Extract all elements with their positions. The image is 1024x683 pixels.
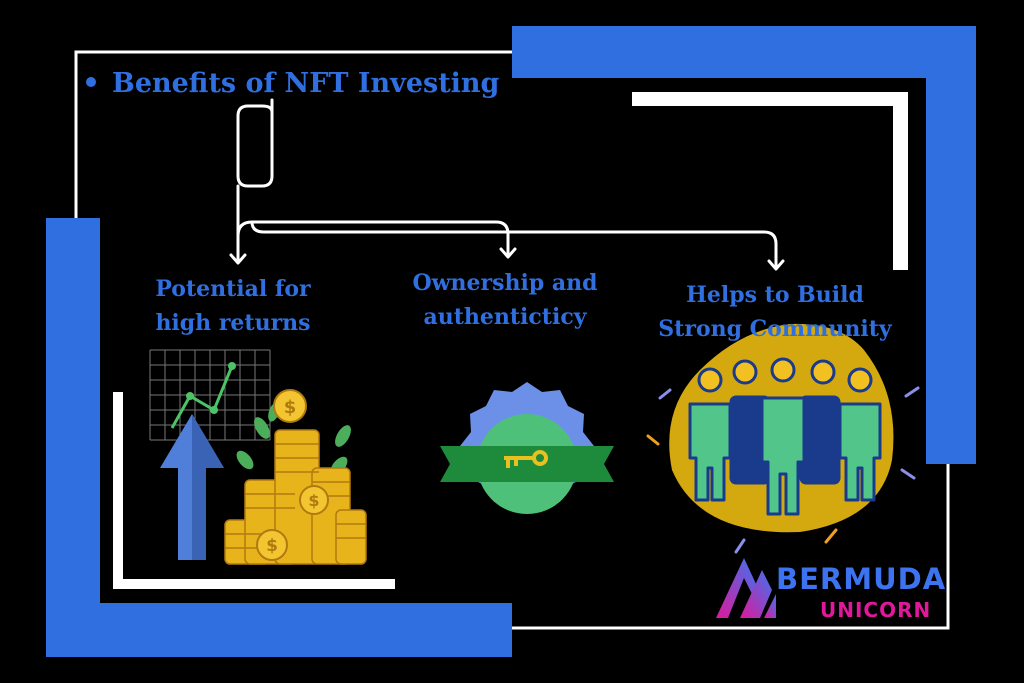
connector-lines: [229, 98, 785, 271]
benefit-community-line2: Strong Community: [658, 316, 892, 343]
brand-name: BERMUDA: [776, 562, 947, 596]
benefit-returns-line2: high returns: [155, 310, 311, 337]
benefit-community-line1: Helps to Build: [686, 282, 864, 308]
svg-text:$: $: [284, 397, 297, 418]
svg-text:$: $: [266, 536, 278, 556]
blue-corner-bottom-left: [46, 218, 512, 657]
benefit-label-ownership: Ownership and authenticticy: [395, 266, 615, 334]
brand-subtitle: UNICORN: [820, 598, 932, 622]
benefit-label-returns: Potential for high returns: [133, 272, 333, 340]
benefit-returns-line1: Potential for: [155, 276, 311, 302]
blue-corner-top-right: [512, 26, 976, 464]
bullet-icon: [86, 76, 96, 87]
title-text: Benefits of NFT Investing: [112, 68, 500, 99]
benefit-label-community: Helps to Build Strong Community: [640, 278, 910, 346]
page-title: Benefits of NFT Investing: [86, 68, 499, 99]
svg-text:$: $: [308, 491, 319, 510]
benefit-ownership-line2: authenticticy: [423, 304, 587, 331]
benefit-ownership-line1: Ownership and: [412, 270, 598, 296]
